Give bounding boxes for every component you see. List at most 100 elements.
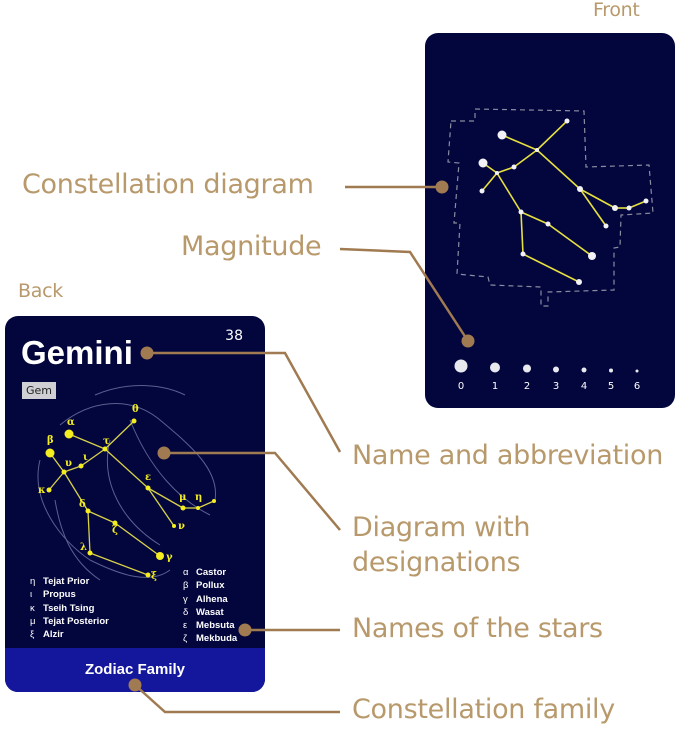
star-name: Tseih Tsing <box>43 602 95 614</box>
constellation-boundary <box>447 108 654 307</box>
constellation-line <box>481 172 498 192</box>
greek-letter: α <box>183 567 189 578</box>
star-designation: λ <box>80 542 87 553</box>
star-name-item: μ Tejat Posterior <box>30 615 109 628</box>
magnitude-label: 5 <box>608 381 614 392</box>
magnitude-label: 4 <box>581 381 587 392</box>
star <box>145 485 151 491</box>
constellation-family-label: Constellation family <box>352 694 615 725</box>
star <box>576 279 582 285</box>
star <box>545 221 551 227</box>
star <box>535 148 539 152</box>
star <box>196 506 200 510</box>
magnitude-dot <box>454 359 468 373</box>
magnitude-dot <box>490 362 500 373</box>
constellation-name: Gemini <box>21 334 133 371</box>
star <box>588 252 596 260</box>
greek-letter: κ <box>30 602 35 614</box>
constellation-line <box>520 211 524 255</box>
front-label: Front <box>593 0 640 21</box>
star-designation: ι <box>83 452 88 463</box>
star <box>64 429 74 439</box>
magnitude-label: 1 <box>492 381 498 392</box>
star <box>45 448 55 458</box>
constellation-line <box>513 149 538 168</box>
star <box>497 130 507 140</box>
star <box>212 499 216 503</box>
designation-line <box>147 487 184 509</box>
star <box>61 469 67 475</box>
star-designation: β <box>47 435 54 446</box>
star <box>643 198 649 204</box>
designation-line <box>87 510 91 554</box>
constellation-line <box>496 166 515 174</box>
star <box>85 508 91 514</box>
figure-outline <box>54 499 101 581</box>
magnitude-dot <box>523 364 531 373</box>
magnitude-label: 0 <box>458 381 464 392</box>
star <box>577 186 583 192</box>
star-designation: κ <box>38 485 46 496</box>
star <box>495 171 499 175</box>
constellation-line <box>579 188 607 227</box>
star <box>156 552 164 560</box>
magnitude-label: 6 <box>634 381 640 392</box>
magnitude-dot <box>609 368 613 373</box>
designation-line <box>63 471 89 512</box>
star <box>46 487 52 493</box>
star <box>478 158 488 168</box>
magnitude-dot <box>581 367 587 373</box>
designation-line <box>80 448 106 467</box>
star <box>112 520 118 526</box>
star <box>564 118 570 124</box>
star-name-item: κ Tseih Tsing <box>30 602 109 615</box>
designation-line <box>63 465 82 473</box>
constellation-line <box>536 120 568 151</box>
designation-line <box>48 471 65 491</box>
card-number: 38 <box>225 328 243 344</box>
magnitude-dot <box>553 366 559 373</box>
star <box>520 251 526 257</box>
star-designation: δ <box>79 499 86 510</box>
greek-letter: ι <box>30 589 33 601</box>
greek-letter: β <box>183 580 189 592</box>
abbreviation-badge: Gem <box>22 382 57 399</box>
star <box>87 550 93 556</box>
diagram-designations-label-line1: Diagram with <box>352 512 531 543</box>
constellation-line <box>628 200 647 209</box>
greek-letter: ζ <box>183 633 188 645</box>
star-name: Mebsuta <box>196 620 235 632</box>
star-name: Alzir <box>43 629 64 641</box>
greek-letter: γ <box>183 593 188 605</box>
constellation-line <box>522 253 580 283</box>
name-abbreviation-label: Name and abbreviation <box>352 440 664 471</box>
star <box>479 188 485 194</box>
family-band: Zodiac Family <box>5 648 265 692</box>
star <box>172 524 176 528</box>
figure-outline <box>106 439 161 546</box>
constellation-line <box>579 188 616 209</box>
magnitude-label: 3 <box>553 381 559 392</box>
star-name: Tejat Prior <box>43 576 90 587</box>
star <box>131 418 137 424</box>
constellation-line <box>520 211 549 225</box>
constellation-line <box>536 149 581 190</box>
star-name: Tejat Posterior <box>43 615 109 627</box>
designation-line <box>114 522 161 557</box>
greek-letter: μ <box>30 615 36 627</box>
star <box>78 463 84 469</box>
designation-line <box>147 487 175 527</box>
designation-line <box>104 448 149 489</box>
star-name: Propus <box>43 589 76 601</box>
star <box>511 164 517 170</box>
